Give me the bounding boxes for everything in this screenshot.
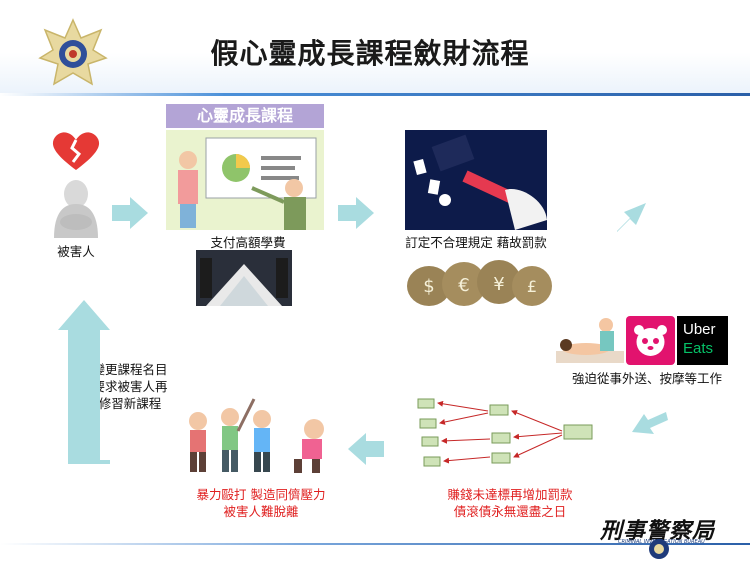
- agency-seal-icon: [649, 539, 669, 559]
- police-badge-icon: [38, 18, 108, 86]
- uber-eats-logo-line1: Uber: [683, 321, 716, 338]
- arrow-violence-to-victim: [58, 300, 110, 464]
- arrow-work-to-moneyflow: [632, 412, 668, 434]
- forced-work-label: 強迫從事外送、按摩等工作: [571, 371, 722, 386]
- arrow-moneyflow-to-violence: [348, 433, 384, 465]
- course-classroom-illustration: [166, 130, 324, 230]
- arrow-course-to-fine: [338, 197, 374, 229]
- fine-label: 訂定不合理規定 藉故罰款: [405, 235, 547, 250]
- rename-label-2: 要求被害人再: [92, 379, 168, 394]
- arrow-fine-to-work: [617, 203, 646, 232]
- rename-label-1: 變更課程名目: [92, 362, 168, 377]
- pay-fee-label: 支付高額學費: [210, 235, 286, 250]
- uber-eats-logo-line2: Eats: [683, 340, 714, 357]
- rename-label-3: 修習新課程: [98, 396, 162, 411]
- footer-divider: [0, 543, 750, 545]
- agency-english-name: CRIMINAL INVESTIGATION BUREAU: [618, 539, 705, 545]
- money-stack-photo: [196, 250, 292, 306]
- svg-text:£: £: [527, 277, 537, 296]
- svg-text:$: $: [423, 276, 434, 297]
- header-divider: [0, 93, 750, 96]
- victim-illustration: [52, 132, 100, 238]
- uber-eats-logo: Uber Eats: [677, 316, 728, 365]
- panda-icon: [634, 325, 667, 356]
- page-title: 假心靈成長課程斂財流程: [210, 37, 530, 70]
- flying-money-illustration: [417, 398, 593, 467]
- gavel-illustration: [405, 130, 547, 230]
- fine-more-label-2: 債滾債永無還盡之日: [453, 504, 567, 519]
- header-band: [0, 0, 750, 96]
- foodpanda-logo: [626, 316, 675, 365]
- fine-more-label-1: 賺錢未達標再增加罰款: [447, 487, 573, 502]
- violence-label-1: 暴力毆打 製造同儕壓力: [196, 487, 326, 502]
- svg-text:¥: ¥: [493, 274, 504, 295]
- violence-label-2: 被害人難脫離: [223, 504, 299, 519]
- arrow-victim-to-course: [112, 197, 148, 229]
- violence-illustration: [189, 398, 324, 473]
- course-banner: 心靈成長課程: [166, 104, 324, 128]
- massage-illustration: [556, 318, 624, 363]
- svg-text:€: €: [458, 275, 469, 296]
- victim-label: 被害人: [57, 244, 95, 259]
- money-bags-illustration: $ € ¥ £: [407, 260, 552, 306]
